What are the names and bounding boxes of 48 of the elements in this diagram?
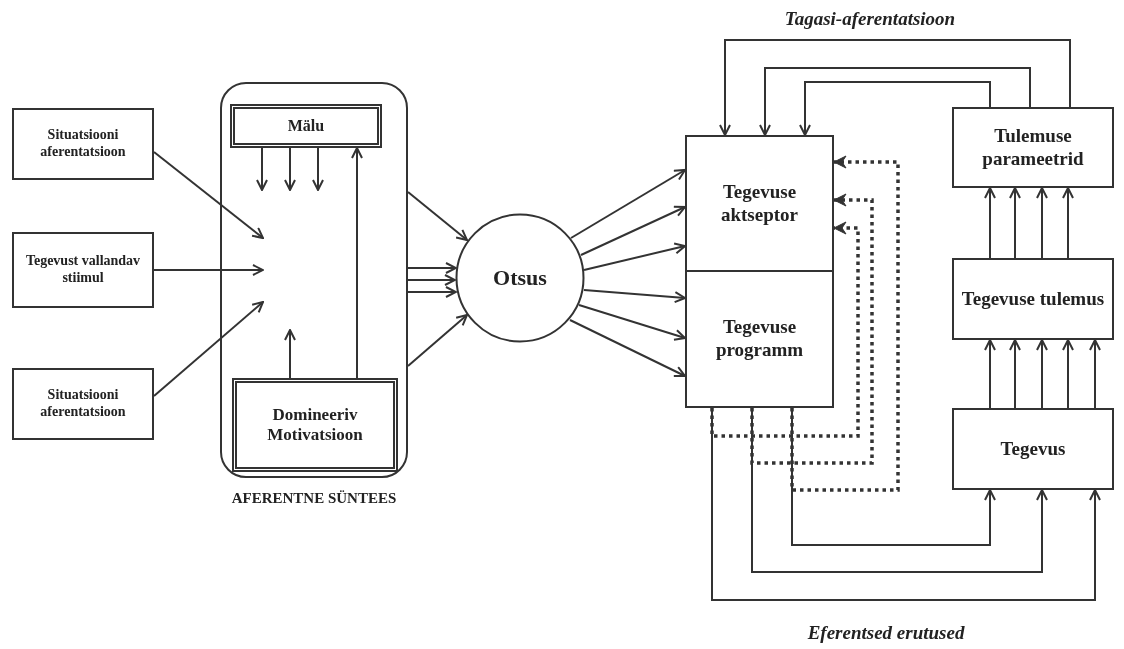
- arrow: [407, 286, 457, 298]
- arrow: [799, 81, 991, 136]
- arrow: [984, 339, 996, 409]
- arrow: [719, 39, 1071, 136]
- arrow: [407, 274, 456, 286]
- annotation-label: Eferentsed erutused: [807, 622, 965, 644]
- arrow: [1062, 187, 1074, 259]
- arrow: [1036, 339, 1048, 409]
- process-box: Tegevuse aktseptor: [685, 135, 834, 272]
- arrow: [984, 187, 996, 259]
- arrow: [351, 147, 363, 379]
- arrow: [583, 242, 686, 271]
- dotted-arrow: [790, 155, 900, 492]
- process-box: Situatsiooni aferentatsioon: [12, 368, 154, 440]
- arrow: [284, 329, 296, 379]
- arrow: [578, 304, 686, 341]
- arrow: [407, 262, 457, 274]
- arrow: [312, 147, 324, 191]
- process-box: Tulemuse parameetrid: [952, 107, 1114, 188]
- process-box: Tegevuse programm: [685, 270, 834, 408]
- process-box: Tegevus: [952, 408, 1114, 490]
- arrow: [1009, 339, 1021, 409]
- arrow: [256, 147, 268, 191]
- arrow: [570, 169, 686, 239]
- arrow: [284, 147, 296, 191]
- arrow: [407, 314, 468, 367]
- arrow: [580, 205, 686, 256]
- arrow: [153, 151, 264, 239]
- arrow: [1089, 339, 1101, 409]
- arrow: [583, 289, 686, 304]
- arrow: [1062, 339, 1074, 409]
- arrow: [153, 264, 264, 276]
- arrow: [1009, 187, 1021, 259]
- process-box: Tegevust vallandav stiimul: [12, 232, 154, 308]
- arrow: [153, 301, 264, 397]
- arrow: [407, 191, 468, 241]
- double-bordered-box: Domineeriv Motivatsioon: [232, 378, 398, 472]
- arrow: [759, 67, 1031, 136]
- arrow: [1036, 187, 1048, 259]
- dotted-arrow: [710, 221, 860, 438]
- dotted-arrow: [750, 193, 874, 465]
- group-heading: AFERENTNE SÜNTEES: [230, 490, 398, 507]
- process-box: Tegevuse tulemus: [952, 258, 1114, 340]
- process-box: Situatsiooni aferentatsioon: [12, 108, 154, 180]
- node-label: Otsus: [493, 265, 547, 291]
- arrow: [569, 319, 686, 378]
- annotation-label: Tagasi-aferentatsioon: [784, 8, 956, 30]
- double-bordered-box: Mälu: [230, 104, 382, 148]
